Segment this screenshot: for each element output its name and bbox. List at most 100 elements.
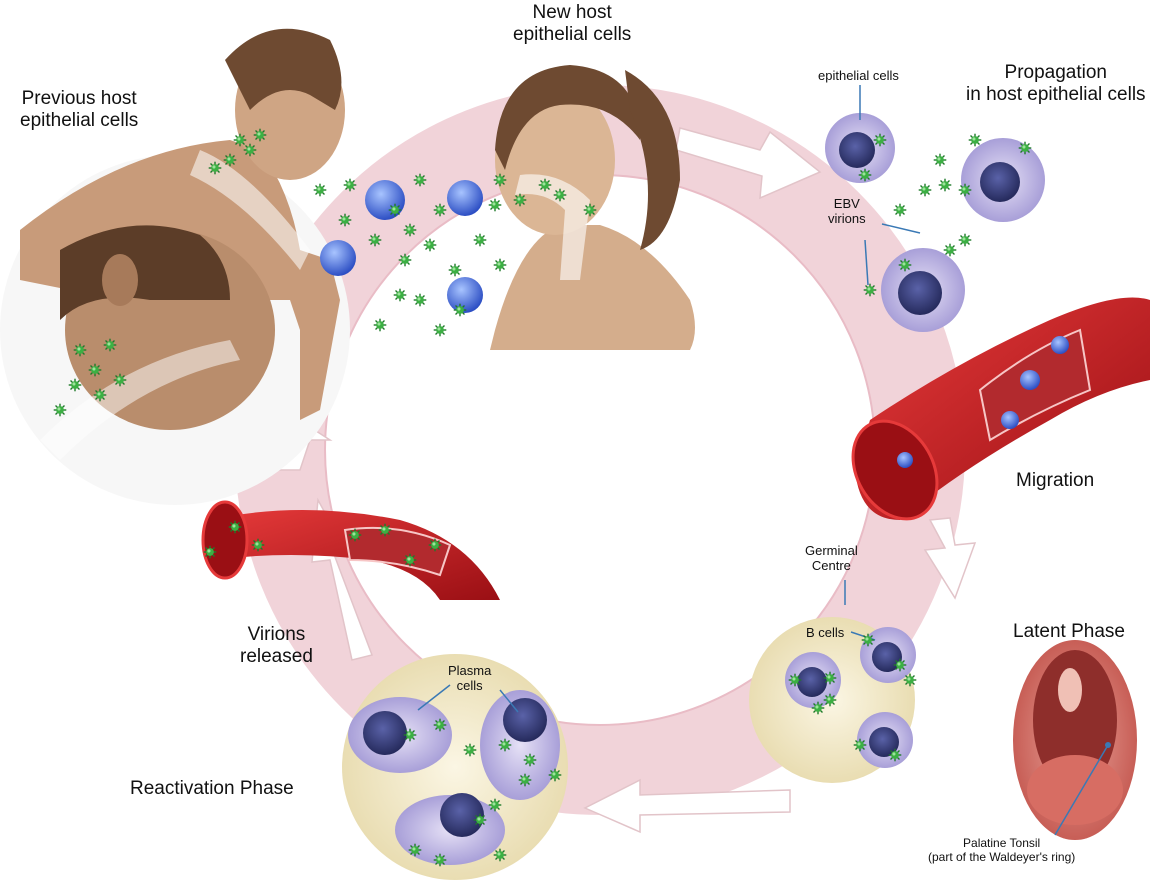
- virion-icon: [493, 173, 507, 187]
- virion-icon: [473, 233, 487, 247]
- epithelial-cells-label: epithelial cells: [818, 68, 899, 83]
- virion-icon: [208, 161, 222, 175]
- virion-icon: [423, 238, 437, 252]
- tonsil-line2: (part of the Waldeyer's ring): [928, 850, 1076, 865]
- ebv-virions-label: EBV virions: [828, 196, 866, 227]
- virion-icon: [1018, 141, 1032, 155]
- virion-icon: [548, 768, 562, 782]
- virion-icon: [433, 718, 447, 732]
- virion-icon: [873, 133, 887, 147]
- virion-icon: [938, 178, 952, 192]
- reactivation-phase-label: Reactivation Phase: [130, 778, 294, 799]
- virion-icon: [223, 153, 237, 167]
- virion-icon: [253, 128, 267, 142]
- virion-icon: [861, 633, 875, 647]
- virion-icon: [53, 403, 67, 417]
- plasma-line2: cells: [456, 678, 483, 694]
- virion-icon: [583, 203, 597, 217]
- virion-icon: [823, 693, 837, 707]
- ebv-line1: EBV: [833, 196, 860, 211]
- virion-icon: [518, 773, 532, 787]
- plasma-line1: Plasma: [448, 663, 492, 678]
- virion-icon: [903, 673, 917, 687]
- virion-icon: [863, 283, 877, 297]
- virion-icon: [243, 143, 257, 157]
- virion-icon: [228, 520, 242, 534]
- virion-icon: [433, 323, 447, 337]
- virion-icon: [433, 853, 447, 867]
- virion-icon: [811, 701, 825, 715]
- propagation-line1: Propagation: [1004, 62, 1107, 83]
- latent-phase-label: Latent Phase: [1013, 621, 1125, 642]
- virion-icon: [893, 658, 907, 672]
- virion-icon: [488, 798, 502, 812]
- virions-released-line1: Virions: [247, 624, 306, 645]
- virion-icon: [68, 378, 82, 392]
- virion-icon: [433, 203, 447, 217]
- virion-icon: [553, 188, 567, 202]
- virion-icon: [918, 183, 932, 197]
- virion-icon: [93, 388, 107, 402]
- virion-icon: [488, 198, 502, 212]
- germinal-line2: Centre: [811, 558, 851, 574]
- virion-icon: [943, 243, 957, 257]
- new-host-scene: [490, 65, 695, 350]
- virion-icon: [388, 203, 402, 217]
- virion-icon: [403, 223, 417, 237]
- migration-label: Migration: [1016, 470, 1095, 491]
- virion-icon: [958, 233, 972, 247]
- plasma-cells-label: Plasma cells: [448, 663, 491, 694]
- previous-host-line2: epithelial cells: [20, 110, 139, 132]
- virion-icon: [823, 671, 837, 685]
- virion-icon: [428, 538, 442, 552]
- tonsil-line1: Palatine Tonsil: [963, 836, 1041, 850]
- previous-host-line1: Previous host: [21, 88, 137, 109]
- virion-icon: [103, 338, 117, 352]
- virion-icon: [788, 673, 802, 687]
- virion-icon: [448, 263, 462, 277]
- previous-host-label: Previous host epithelial cells: [20, 88, 138, 133]
- new-host-label: New host epithelial cells: [513, 2, 631, 47]
- virion-icon: [88, 363, 102, 377]
- virion-icon: [413, 293, 427, 307]
- virion-icon: [473, 813, 487, 827]
- propagation-label: Propagation in host epithelial cells: [966, 62, 1146, 107]
- virion-icon: [251, 538, 265, 552]
- virion-icon: [523, 753, 537, 767]
- mouth-icon: [1013, 640, 1137, 840]
- virion-icon: [493, 258, 507, 272]
- virion-icon: [373, 318, 387, 332]
- virion-icon: [348, 528, 362, 542]
- virion-icon: [338, 213, 352, 227]
- ebv-line2: virions: [828, 211, 866, 227]
- virion-icon: [313, 183, 327, 197]
- propagation-line2: in host epithelial cells: [966, 84, 1146, 106]
- virion-icon: [408, 843, 422, 857]
- germinal-line1: Germinal: [805, 543, 858, 558]
- plasma-cells-inset: [342, 654, 568, 880]
- virion-icon: [898, 258, 912, 272]
- virion-icon: [203, 545, 217, 559]
- virion-icon: [113, 373, 127, 387]
- virion-icon: [933, 153, 947, 167]
- virion-icon: [403, 553, 417, 567]
- virion-icon: [378, 523, 392, 537]
- virions-released-line2: released: [240, 646, 313, 668]
- virion-icon: [73, 343, 87, 357]
- blood-vessel-icon: [201, 500, 500, 600]
- palatine-tonsil-label: Palatine Tonsil (part of the Waldeyer's …: [928, 836, 1075, 864]
- virion-icon: [368, 233, 382, 247]
- virion-icon: [463, 743, 477, 757]
- virion-icon: [403, 728, 417, 742]
- virion-icon: [958, 183, 972, 197]
- blood-vessel-icon: [851, 297, 1150, 521]
- virion-icon: [398, 253, 412, 267]
- virion-icon: [233, 133, 247, 147]
- virion-icon: [858, 168, 872, 182]
- epithelial-cell-icon: [825, 113, 1045, 332]
- virion-icon: [493, 848, 507, 862]
- virion-icon: [513, 193, 527, 207]
- virion-icon: [498, 738, 512, 752]
